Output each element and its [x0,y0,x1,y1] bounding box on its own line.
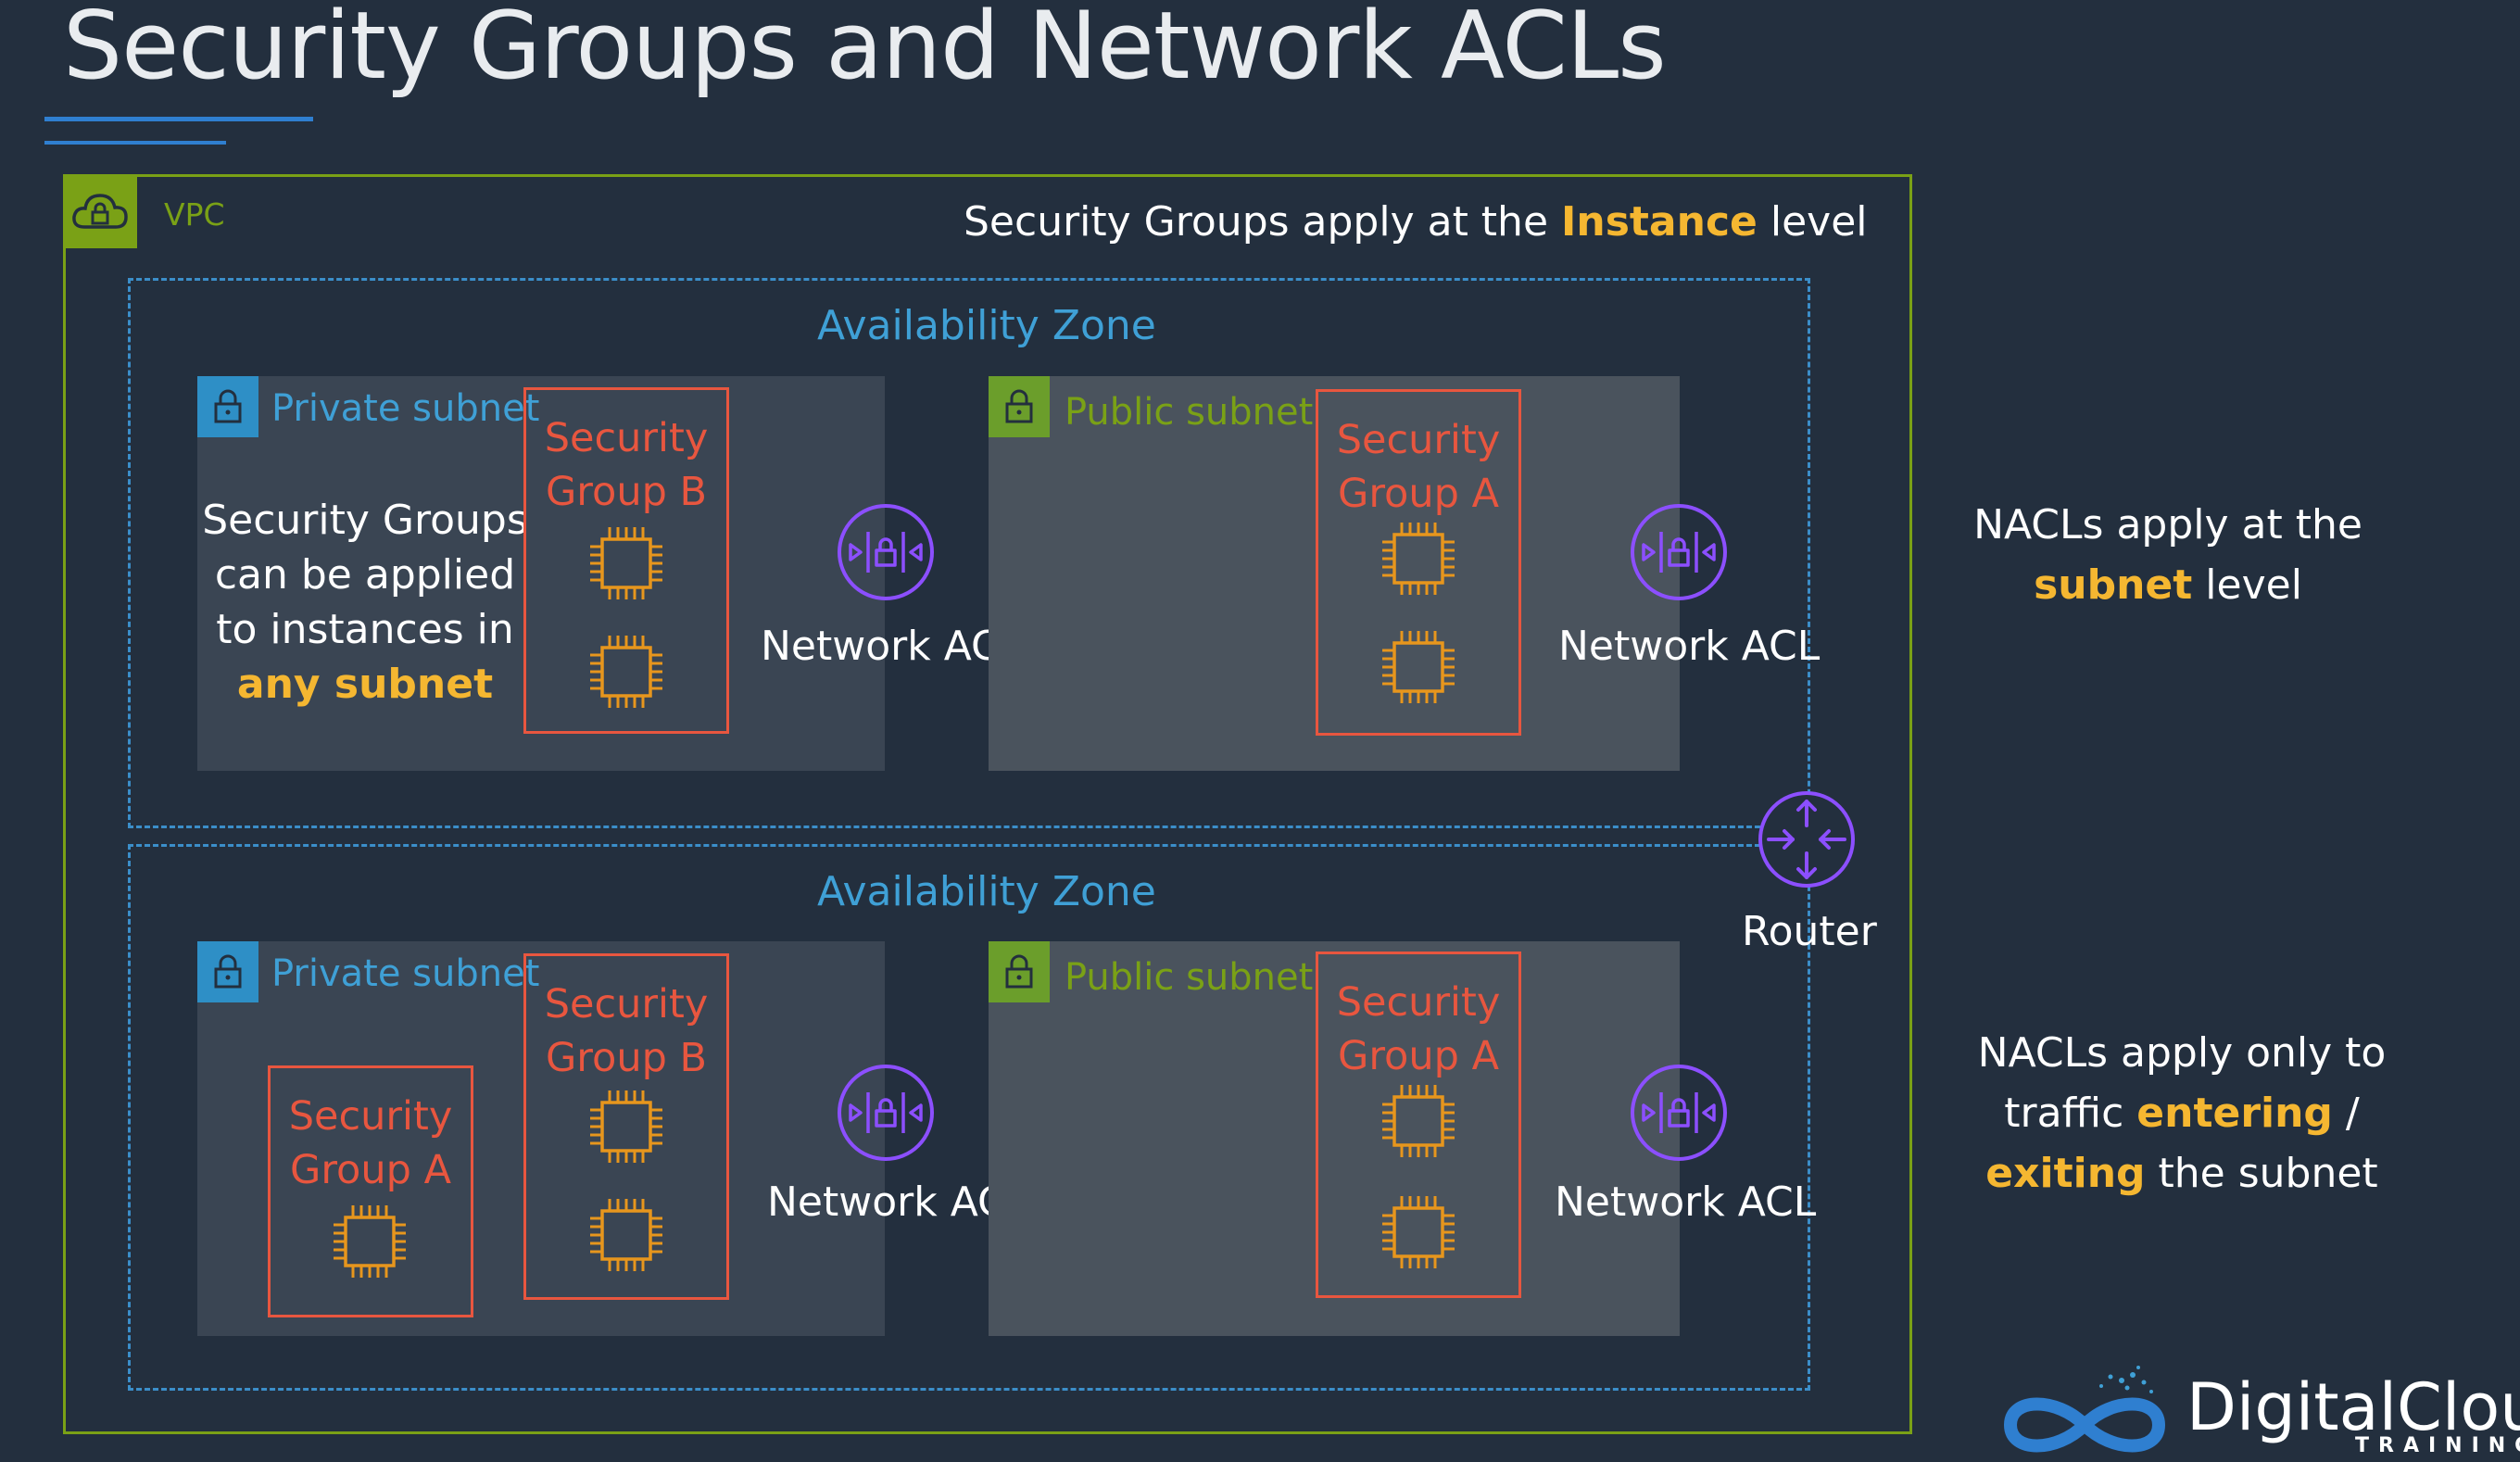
private-subnet [197,941,885,1336]
page-title: Security Groups and Network ACLs [63,0,1667,100]
nacl-subnet-level-annotation: NACLs apply at the subnet level [1936,495,2400,615]
lock-icon [197,376,258,437]
annotation-text: traffic [2004,1090,2137,1137]
security-group-label: Security Group A [1336,979,1501,1079]
annotation-text: NACLs apply only to [1977,1029,2387,1077]
annotation-highlight: entering [2136,1090,2333,1137]
ec2-instance-icon [586,632,666,712]
annotation-highlight: Instance [1561,198,1758,246]
annotation-highlight: subnet [2034,561,2193,609]
annotation-text: level [1757,198,1868,246]
annotation-text: / [2332,1090,2360,1137]
annotation-text: level [2192,561,2302,609]
security-group-label: Security Group B [544,415,709,515]
annotation-text: to instances in [216,606,514,653]
subnet-label: Private subnet [271,952,540,995]
network-acl-icon [836,1063,936,1163]
ec2-instance-icon [1379,627,1458,707]
annotation-text: can be applied [214,551,516,599]
public-subnet [989,376,1680,771]
title-underline-secondary [44,141,226,145]
sg-instance-level-annotation: Security Groups apply at the Instance le… [964,198,1868,246]
ec2-instance-icon [586,1195,666,1275]
lock-icon [989,376,1050,437]
title-underline [44,117,313,121]
security-group-label: Security Group A [288,1093,453,1193]
az-label: Availability Zone [817,302,1156,349]
network-acl-label: Network ACL [761,623,1023,670]
security-group-b [523,953,729,1300]
security-group-b [523,387,729,734]
network-acl-label: Network ACL [1558,623,1821,670]
router-label: Router [1742,908,1877,955]
availability-zone-1 [128,278,1810,828]
network-acl-icon [836,502,936,602]
availability-zone-2 [128,844,1810,1391]
network-acl-label: Network ACL [1555,1178,1817,1226]
subnet-label: Public subnet [1065,391,1314,434]
ec2-instance-icon [1379,1192,1458,1272]
security-group-a [268,1065,473,1317]
cloud-lock-icon [63,174,137,248]
network-acl-icon [1629,502,1729,602]
ec2-instance-icon [1379,1081,1458,1161]
lock-icon [197,941,258,1002]
security-group-a [1316,952,1521,1298]
network-acl-label: Network ACL [767,1178,1029,1226]
annotation-text: Security Groups apply at the [964,198,1562,246]
annotation-text: Security Groups [202,497,528,544]
logo-name: DigitalCloud [2186,1369,2520,1445]
vpc-label: VPC [164,196,225,233]
ec2-instance-icon [586,523,666,603]
lock-icon [989,941,1050,1002]
router-icon [1758,791,1855,888]
subnet-label: Private subnet [271,387,540,430]
annotation-highlight: any subnet [236,661,494,708]
security-group-label: Security Group A [1336,417,1501,517]
ec2-instance-icon [586,1087,666,1166]
security-group-label: Security Group B [544,981,709,1081]
ec2-instance-icon [1379,519,1458,599]
sg-any-subnet-annotation: Security Groups can be applied to instan… [198,493,532,712]
infinity-logo-icon [2003,1366,2166,1453]
private-subnet [197,376,885,771]
subnet-label: Public subnet [1065,956,1314,999]
ec2-instance-icon [330,1202,410,1281]
vpc-boundary [63,174,1912,1434]
annotation-highlight: exiting [1985,1150,2146,1197]
az-label: Availability Zone [817,868,1156,915]
nacl-traffic-annotation: NACLs apply only to traffic entering / e… [1946,1023,2418,1204]
annotation-text: the subnet [2145,1150,2378,1197]
logo-subtitle: TRAINING [2355,1434,2520,1457]
annotation-text: NACLs apply at the [1973,501,2362,548]
security-group-a [1316,389,1521,736]
network-acl-icon [1629,1063,1729,1163]
public-subnet [989,941,1680,1336]
